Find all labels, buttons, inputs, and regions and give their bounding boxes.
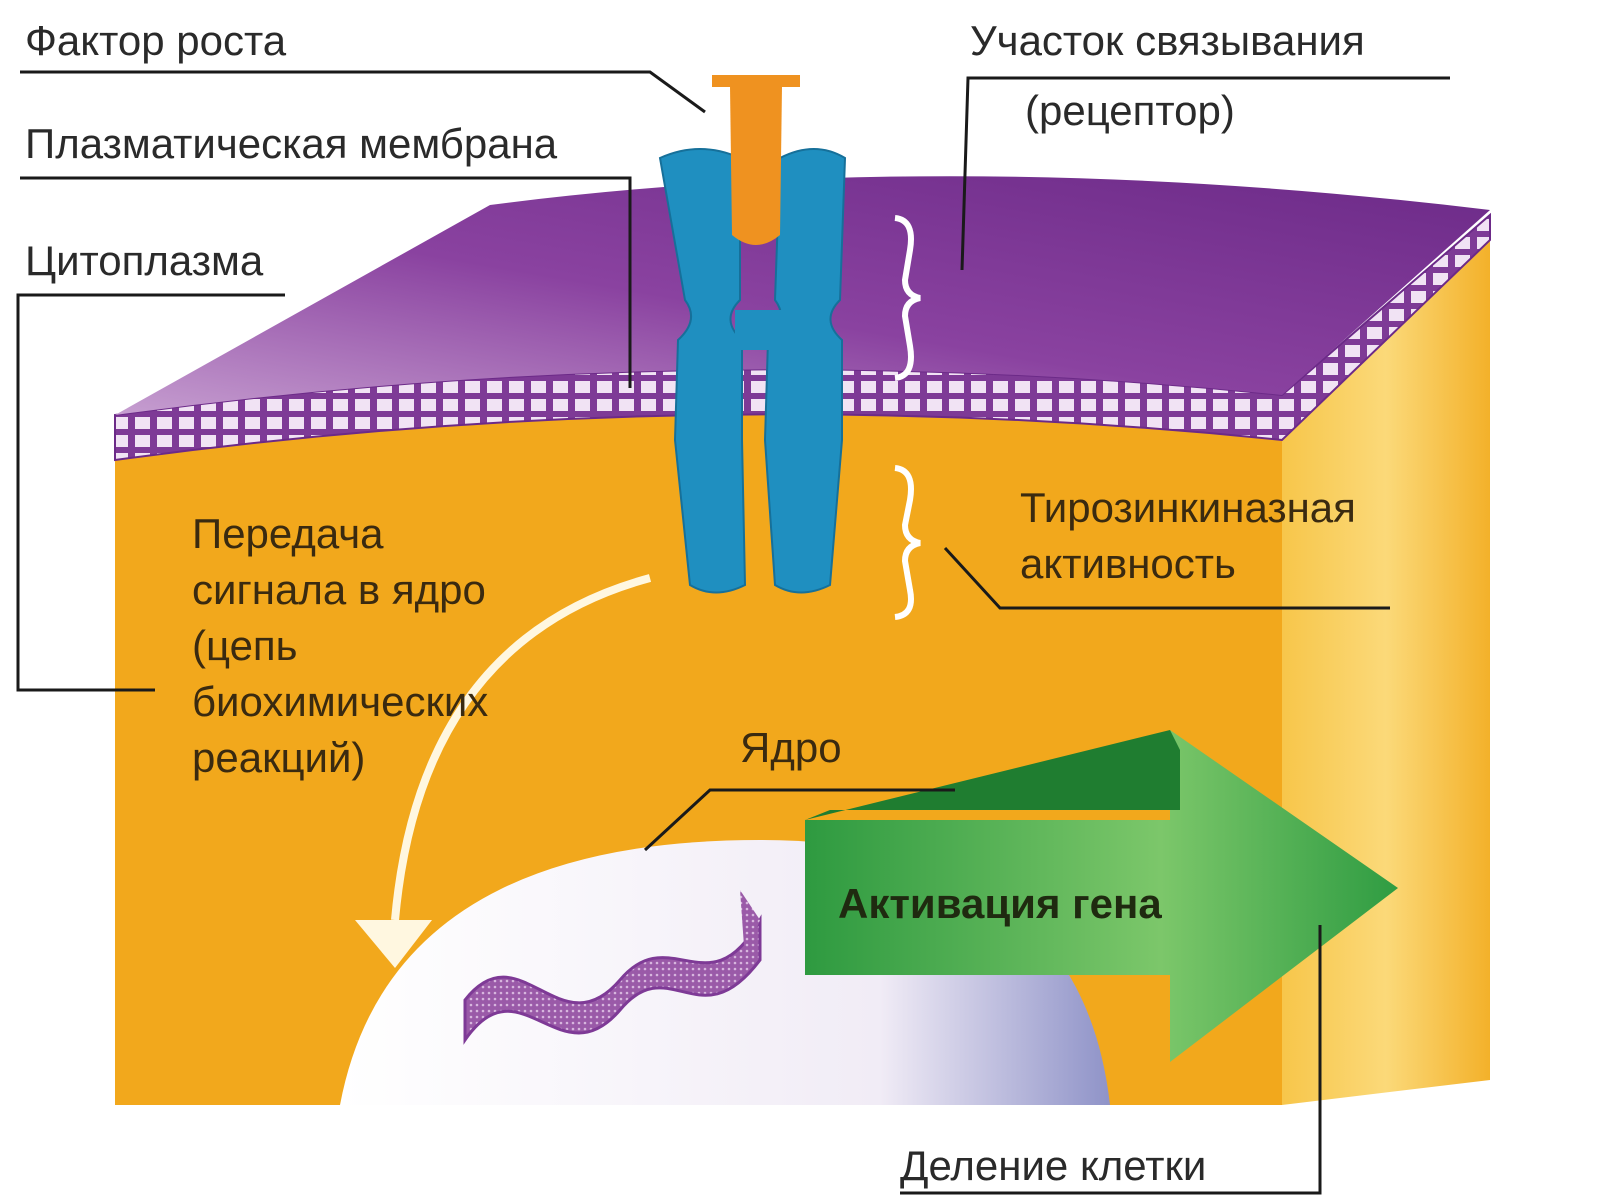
nucleus-label: Ядро (740, 724, 842, 771)
plasma-membrane-label: Плазматическая мембрана (25, 120, 558, 167)
tyrosine-kinase-label-line2: активность (1020, 540, 1236, 587)
binding-site-label-line1: Участок связывания (970, 17, 1365, 64)
signal-label-line1: Передача (192, 510, 384, 557)
signal-label-line2: сигнала в ядро (192, 566, 486, 613)
signal-label-line4: биохимических (192, 678, 488, 725)
cell-division-label: Деление клетки (900, 1142, 1206, 1189)
growth-factor-label: Фактор роста (25, 17, 287, 64)
gene-activation-label: Активация гена (838, 880, 1162, 927)
cytoplasm-label: Цитоплазма (25, 237, 264, 284)
growth-factor-leader (20, 72, 705, 112)
tyrosine-kinase-label-line1: Тирозинкиназная (1020, 484, 1356, 531)
binding-site-label-line2: (рецептор) (1025, 87, 1235, 134)
signal-label-line3: (цепь (192, 622, 298, 669)
signal-label-line5: реакций) (192, 734, 365, 781)
